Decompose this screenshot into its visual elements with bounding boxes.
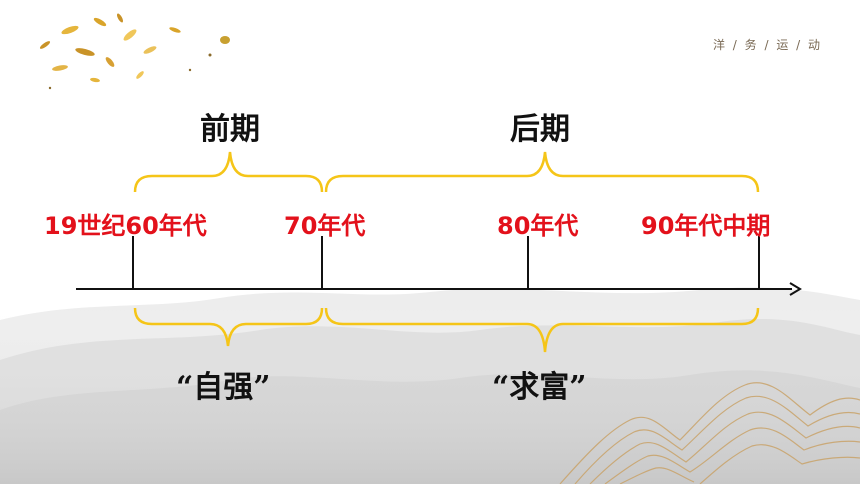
golden-leaves [39,13,230,90]
early-top-brace [133,151,324,193]
top-braces [133,151,760,193]
slide-header-title: 洋 / 务 / 运 / 动 [712,38,822,52]
tick-label-1870s: 70年代 [284,212,366,240]
bottom-braces [133,307,760,353]
gold-line-mountains [559,382,860,484]
late-bottom-brace [324,307,760,353]
tick-label-1880s: 80年代 [497,212,579,240]
early-bottom-brace [133,307,324,347]
slogan-seeking-wealth: “求富” [492,370,587,405]
phase-label-early: 前期 [200,112,260,147]
tick-label-1860s: 19世纪60年代 [44,212,207,240]
mountain-wash [0,287,860,484]
tick-label-1890s: 90年代中期 [641,212,771,240]
timeline-ticks [132,236,760,289]
phase-label-late: 后期 [510,112,570,147]
late-top-brace [324,151,760,193]
slogan-self-strengthening: “自强” [176,370,271,405]
timeline-axis [76,282,802,296]
